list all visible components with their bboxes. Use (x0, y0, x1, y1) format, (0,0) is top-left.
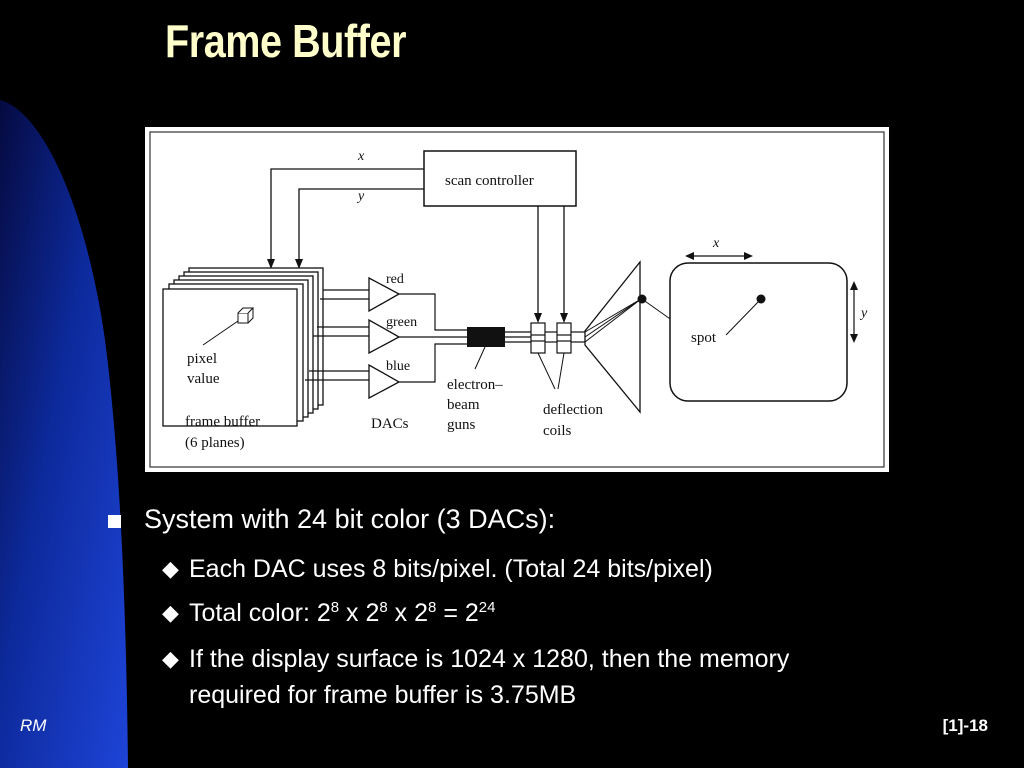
deflection-label: deflection (543, 402, 603, 418)
screen-x-label: x (712, 236, 720, 251)
electron-beam-guns (467, 327, 505, 347)
value-label: value (187, 371, 220, 387)
dac-amplifiers (368, 276, 401, 400)
diamond-bullet-icon: ◆ (162, 600, 179, 625)
beam-label: beam (447, 397, 480, 413)
pixel-label: pixel (187, 351, 217, 367)
bullet-sub-3-line-2: required for frame buffer is 3.75MB (189, 681, 577, 709)
red-label: red (386, 272, 404, 287)
slide-number: [1]-18 (942, 716, 988, 735)
bullet-sub-3-line-1: If the display surface is 1024 x 1280, t… (189, 645, 790, 673)
screen-y-label: y (859, 306, 868, 321)
bullet-main-text: System with 24 bit color (3 DACs): (144, 504, 556, 534)
y-signal-label: y (356, 189, 365, 204)
blue-label: blue (386, 359, 410, 374)
green-label: green (386, 315, 417, 330)
square-bullet-icon (108, 515, 121, 528)
frame-buffer-diagram: scan controller x y (145, 127, 889, 472)
electron-label: electron– (447, 377, 503, 393)
crt-funnel (584, 260, 641, 414)
x-signal-label: x (357, 149, 365, 164)
spot-label: spot (691, 330, 717, 346)
deflection-coils (530, 322, 572, 354)
coils-label: coils (543, 423, 571, 439)
slide-title: Frame Buffer (165, 15, 407, 67)
bullet-sub-2-text: Total color: 28 x 28 x 28 = 224 (189, 599, 496, 627)
frame-buffer-planes (162, 267, 324, 427)
planes-label: (6 planes) (185, 435, 245, 451)
dacs-label: DACs (371, 416, 409, 432)
diamond-bullet-icon: ◆ (162, 646, 179, 671)
crt-screen (669, 262, 848, 402)
guns-label: guns (447, 417, 476, 433)
pixel-cube-icon (237, 307, 255, 324)
frame-buffer-label: frame buffer (185, 414, 260, 430)
diamond-bullet-icon: ◆ (162, 556, 179, 581)
scan-controller-box (423, 150, 577, 207)
scan-controller-label: scan controller (445, 173, 534, 189)
bullet-sub-1-text: Each DAC uses 8 bits/pixel. (Total 24 bi… (189, 555, 713, 583)
footer-author: RM (20, 716, 47, 735)
